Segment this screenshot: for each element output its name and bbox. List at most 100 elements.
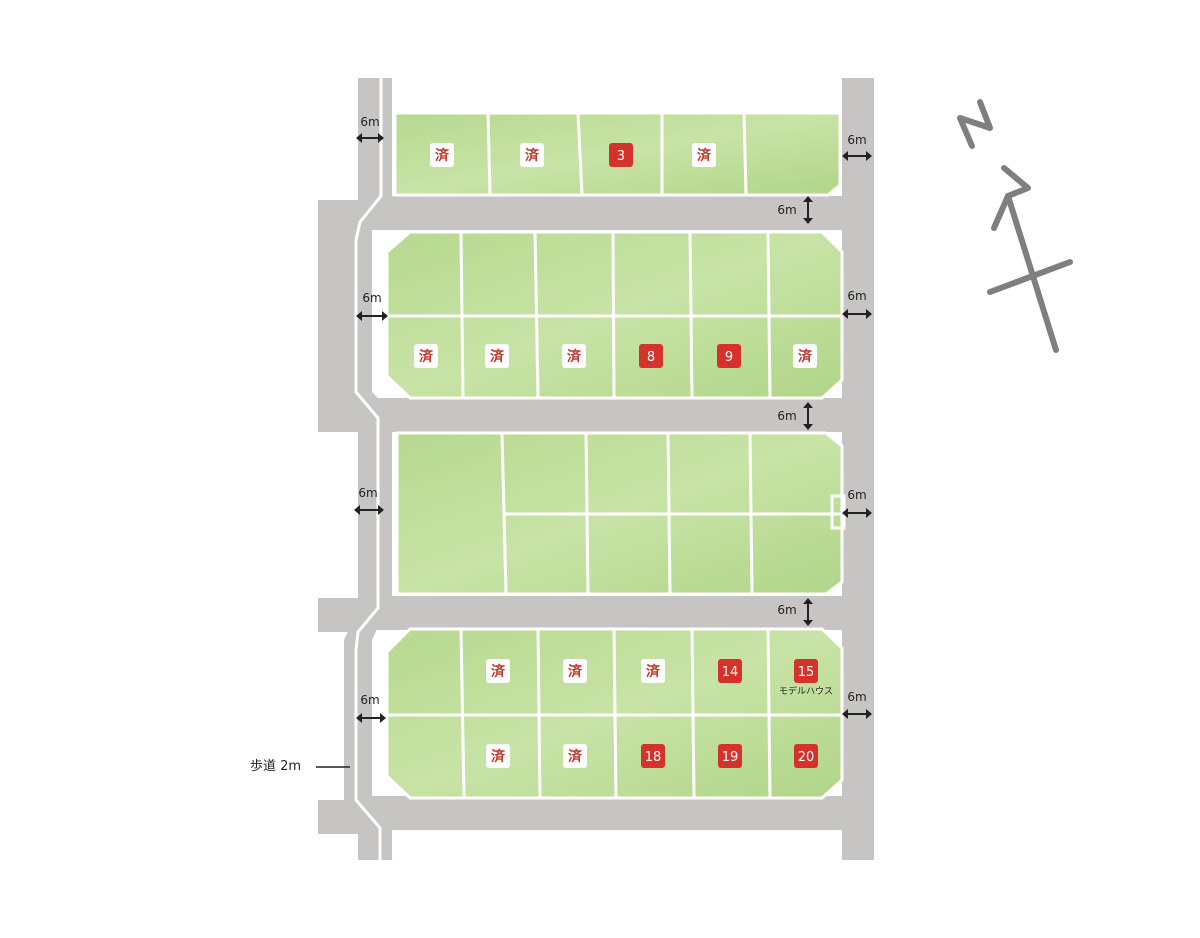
available-lot-badge: 18 <box>641 744 665 768</box>
sold-lot-badge: 済 <box>486 659 510 683</box>
lot-badge-box <box>562 344 586 368</box>
road-width-label: 6m <box>847 488 866 502</box>
sold-label: 済 <box>525 147 540 164</box>
available-lot-badge: 15 <box>794 659 818 683</box>
lot-badge-box <box>692 143 716 167</box>
available-lot-badge: 20 <box>794 744 818 768</box>
lot-badge-box <box>520 143 544 167</box>
road-right <box>842 78 874 860</box>
road-width-left-1: 6m <box>356 115 384 143</box>
roads <box>318 78 874 860</box>
sold-lot-badge: 済 <box>485 344 509 368</box>
available-lot-badge: 3 <box>609 143 633 167</box>
sold-label: 済 <box>435 147 450 164</box>
road-left <box>318 78 392 860</box>
road-width-label: 6m <box>777 203 796 217</box>
sold-label: 済 <box>568 663 583 680</box>
sold-lot-badge: 済 <box>430 143 454 167</box>
road-width-label: 6m <box>358 486 377 500</box>
lot-number: 8 <box>647 350 655 365</box>
sold-label: 済 <box>567 348 582 365</box>
lot-number: 19 <box>722 750 739 765</box>
available-lot-badge: 14 <box>718 659 742 683</box>
road-h-4 <box>372 796 844 830</box>
lot-number: 18 <box>645 750 662 765</box>
road-width-vertical-3: 6m <box>777 598 813 626</box>
sold-lot-badge: 済 <box>641 659 665 683</box>
road-width-label: 6m <box>847 690 866 704</box>
lot-badge-box <box>563 659 587 683</box>
road-left-stub-mid-a <box>318 398 358 432</box>
lot-badge-box <box>641 744 665 768</box>
north-compass-icon <box>957 99 1073 353</box>
road-width-right-3: 6m <box>842 488 872 518</box>
lot-badge-box <box>794 659 818 683</box>
sidewalk-annotation: 歩道 2m <box>250 759 350 774</box>
road-left-stub-mid-b <box>318 598 358 632</box>
sidewalk-label: 歩道 2m <box>250 759 301 774</box>
sold-label: 済 <box>419 348 434 365</box>
road-width-label: 6m <box>777 409 796 423</box>
road-width-label: 6m <box>847 289 866 303</box>
road-left-stub-top <box>318 200 358 236</box>
lot-badge-box <box>414 344 438 368</box>
sold-lot-badge: 済 <box>414 344 438 368</box>
sold-label: 済 <box>491 663 506 680</box>
lot-badge-box <box>718 659 742 683</box>
lot-badge-box <box>563 744 587 768</box>
lot-badge-box <box>430 143 454 167</box>
road-h-3 <box>372 596 844 630</box>
lot-number: 15 <box>798 665 815 680</box>
sold-label: 済 <box>646 663 661 680</box>
sold-label: 済 <box>490 348 505 365</box>
road-width-label: 6m <box>777 603 796 617</box>
road-width-vertical-2: 6m <box>777 402 813 430</box>
road-width-label: 6m <box>360 693 379 707</box>
lot-badge-box <box>486 659 510 683</box>
road-width-markers: 6m 6m 6m 6m 6m 6m <box>354 115 872 723</box>
lot-badge-box <box>609 143 633 167</box>
lot-badge-box <box>641 659 665 683</box>
road-width-right-4: 6m <box>842 690 872 719</box>
available-lot-badge: 19 <box>718 744 742 768</box>
sold-label: 済 <box>697 147 712 164</box>
road-width-right-2: 6m <box>842 289 872 319</box>
lot-badge-box <box>793 344 817 368</box>
lot-badge-box <box>794 744 818 768</box>
sold-lot-badge: 済 <box>520 143 544 167</box>
lot-number: 9 <box>725 350 733 365</box>
road-h-2 <box>372 398 844 432</box>
model-house-label: モデルハウス <box>779 685 833 697</box>
lot-badge-box <box>486 744 510 768</box>
lot-badge-box <box>639 344 663 368</box>
road-width-vertical-1: 6m <box>777 196 813 224</box>
sold-lot-badge: 済 <box>562 344 586 368</box>
sold-lot-badge: 済 <box>563 659 587 683</box>
sold-label: 済 <box>491 748 506 765</box>
lot-badge-box <box>718 744 742 768</box>
road-width-label: 6m <box>362 291 381 305</box>
lot-number: 20 <box>798 750 815 765</box>
road-width-left-4: 6m <box>356 693 386 723</box>
lot-badge-box <box>485 344 509 368</box>
road-width-label: 6m <box>360 115 379 129</box>
road-h-1 <box>372 196 844 230</box>
available-lot-badge: 8 <box>639 344 663 368</box>
sold-lot-badge: 済 <box>486 744 510 768</box>
lot-number: 3 <box>617 149 625 164</box>
lot-badge-box <box>717 344 741 368</box>
road-width-left-2: 6m <box>356 291 388 321</box>
sold-lot-badge: 済 <box>563 744 587 768</box>
road-width-left-3: 6m <box>354 486 384 515</box>
sold-lot-badge: 済 <box>793 344 817 368</box>
available-lot-badge: 9 <box>717 344 741 368</box>
road-width-right-1: 6m <box>842 133 872 161</box>
sold-label: 済 <box>568 748 583 765</box>
lot-number: 14 <box>722 665 739 680</box>
sold-lot-badge: 済 <box>692 143 716 167</box>
sold-label: 済 <box>798 348 813 365</box>
road-width-label: 6m <box>847 133 866 147</box>
